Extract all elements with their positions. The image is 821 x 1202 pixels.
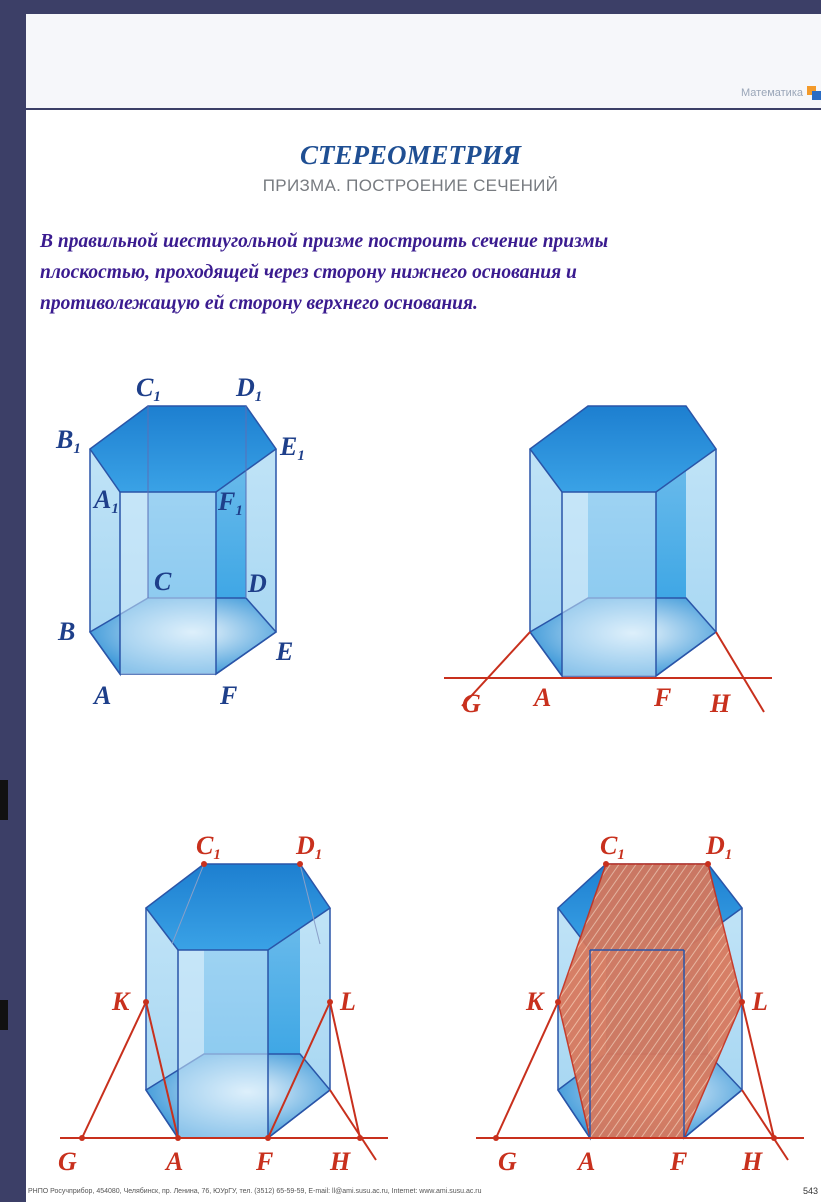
prism-figure-section: C1 D1 K L G A F H [476,831,804,1176]
vertex-label-f1: F1 [217,487,243,519]
point-label-d1: D1 [705,831,732,863]
footer-text: РНПО Росучприбор, 454080, Челябинск, пр.… [28,1188,482,1195]
prism-figure-labeled: C1 D1 B1 E1 A1 F1 C D B E A F [55,373,305,710]
point-label-a: A [576,1147,595,1176]
prism-figure-base-extension: G A F H [444,405,772,718]
page-subtitle: ПРИЗМА. ПОСТРОЕНИЕ СЕЧЕНИЙ [262,176,559,195]
task-line: В правильной шестиугольной призме постро… [40,231,609,252]
page-title: СТЕРЕОМЕТРИЯ [299,140,522,170]
construction-points [493,861,777,1141]
point-label-g: G [498,1147,517,1176]
vertex-label-b1: B1 [55,425,81,457]
hex-prism [144,863,332,1141]
page-number: 543 [803,1186,819,1196]
point-label-a: A [532,683,551,712]
point-label-h: H [741,1147,763,1176]
point-label-a: A [164,1147,183,1176]
point-label-d1: D1 [295,831,322,863]
vertex-label-d: D [247,569,267,598]
hex-prism [528,405,718,679]
task-line: противолежащую ей сторону верхнего основ… [40,293,478,314]
vertex-label-e1: E1 [279,432,305,464]
brand-logo-icon [807,86,821,100]
brand-label: Математика [741,87,803,99]
vertex-label-e: E [275,637,293,666]
task-line: плоскостью, проходящей через сторону ниж… [40,262,577,283]
vertex-label-b: B [57,617,75,646]
vertex-label-c1: C1 [136,373,161,405]
vertex-label-a: A [92,681,111,710]
point-label-g: G [462,689,481,718]
construction-lines [444,631,772,713]
prism-front-face [120,492,216,674]
point-label-f: F [255,1147,273,1176]
construction-points [79,861,363,1141]
edge-mark [0,1000,8,1030]
vertex-label-a1: A1 [92,485,119,517]
vertex-label-f: F [219,681,237,710]
edge-mark [0,780,8,820]
point-label-f: F [669,1147,687,1176]
point-label-h: H [709,689,731,718]
top-strip [8,14,821,108]
task-statement: В правильной шестиугольной призме постро… [40,226,821,319]
prism-figure-edge-points: C1 D1 K L G A F H [58,831,388,1176]
point-label-c1: C1 [600,831,625,863]
brand-header: Математика [741,86,821,100]
point-label-l: L [751,987,768,1016]
vertex-label-c: C [154,567,172,596]
construction-lines [60,1001,388,1161]
point-label-c1: C1 [196,831,221,863]
point-label-l: L [339,987,356,1016]
point-label-g: G [58,1147,77,1176]
vertex-label-d1: D1 [235,373,262,405]
point-label-k: K [111,987,131,1016]
point-label-k: K [525,987,545,1016]
point-label-h: H [329,1147,351,1176]
hex-prism [88,405,278,677]
point-label-f: F [653,683,671,712]
construction-lines [476,1001,804,1161]
